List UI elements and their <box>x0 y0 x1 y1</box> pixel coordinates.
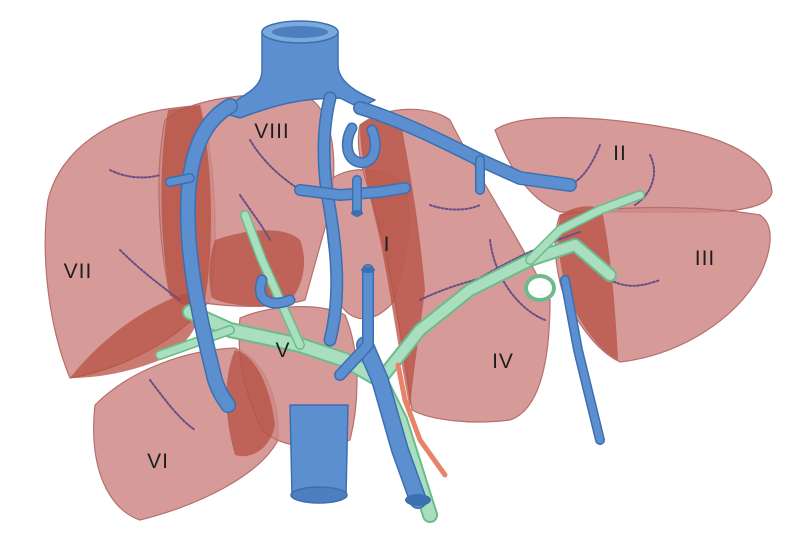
overlap-viii-lower <box>209 230 305 307</box>
label-segment-iv: IV <box>492 350 514 373</box>
overlap-vi-v <box>226 350 275 457</box>
label-segment-i: I <box>384 233 391 256</box>
bile-ducts <box>109 139 661 431</box>
portal-vein <box>155 190 645 523</box>
label-segment-iii: III <box>695 247 716 270</box>
label-segment-v: V <box>275 339 290 362</box>
hepatic-artery <box>395 362 448 478</box>
label-segment-vi: VI <box>147 450 169 473</box>
label-segment-vii: VII <box>64 260 93 283</box>
overlap-vii-lower <box>70 290 201 378</box>
ivc-bottom-opening <box>290 486 348 504</box>
hepatic-veins <box>165 20 605 509</box>
portal-sinus-ring <box>524 274 556 302</box>
label-segment-ii: II <box>613 142 627 165</box>
label-segment-viii: VIII <box>254 120 290 143</box>
ivc-lower <box>289 404 349 500</box>
